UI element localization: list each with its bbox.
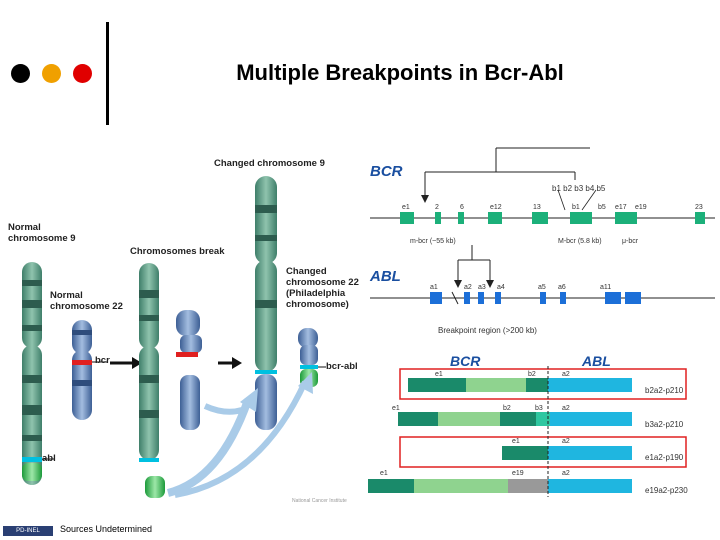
- fusion-row-e1a2: [502, 446, 632, 460]
- abl-exon-label: a3: [478, 284, 486, 291]
- row3-right-exon: a2: [562, 438, 570, 445]
- bcr-exon-label: 2: [435, 204, 439, 211]
- black-dot-icon: [11, 64, 30, 83]
- abl-exon-label: a2: [464, 284, 472, 291]
- break-label: Chromosomes break: [130, 246, 225, 257]
- title-divider: [106, 22, 109, 125]
- fusion-row-b3a2: [398, 412, 632, 426]
- fusion-row-e19a2: [368, 479, 632, 493]
- gene-map: [370, 147, 715, 305]
- mu-bcr-label: μ-bcr: [622, 238, 639, 245]
- orange-dot-icon: [42, 64, 61, 83]
- chromosome-illustration: [22, 176, 326, 498]
- changed-chr22-label: Changed chromosome 22 (Philadelphia chro…: [286, 266, 359, 310]
- row3-left-exon: e1: [512, 438, 520, 445]
- m-bcr-label: m-bcr (~55 kb): [410, 238, 456, 245]
- row1-right-exon: a2: [562, 371, 570, 378]
- row2-right-exon: a2: [562, 405, 570, 412]
- row2-left-exon: e1: [392, 405, 400, 412]
- slide-title: Multiple Breakpoints in Bcr-Abl: [236, 60, 564, 85]
- abl-exon-label: a11: [600, 284, 612, 291]
- breaking-chromosome-9: [139, 263, 165, 498]
- fusion-label-e1a2: e1a2-p190: [645, 453, 684, 462]
- bcr-exon-label: b1: [572, 204, 580, 211]
- abl-exon-label: a5: [538, 284, 546, 291]
- normal-chr9-label: Normal chromosome 9: [8, 222, 76, 244]
- normal-chromosome-9: [22, 262, 42, 485]
- breaking-chromosome-22: [176, 310, 202, 430]
- bcr-gene-title: BCR: [370, 163, 403, 180]
- red-dot-icon: [73, 64, 92, 83]
- license-logo: PD-INEL: [3, 526, 53, 536]
- bcr-label: bcr: [95, 355, 110, 366]
- row2-mid-exon: b2: [503, 405, 511, 412]
- row2-mid2-exon: b3: [535, 405, 543, 412]
- abl-gene-title: ABL: [370, 268, 401, 285]
- fusion-bcr-header: BCR: [450, 353, 481, 369]
- normal-chr22-label: Normal chromosome 22: [50, 290, 123, 312]
- row4-mid-exon: e19: [512, 470, 524, 477]
- fusion-label-e19a2: e19a2-p230: [645, 486, 688, 495]
- bcr-exon-label: e1: [402, 204, 410, 211]
- fusion-row-b2a2: [408, 378, 632, 392]
- bcr-exon-label: e12: [490, 204, 502, 211]
- abl-exon-label: a4: [497, 284, 505, 291]
- abl-exon-label: a6: [558, 284, 566, 291]
- abl-label: abl: [42, 453, 56, 464]
- bcr-exon-label: b5: [598, 204, 606, 211]
- bcr-exon-label: 6: [460, 204, 464, 211]
- bcr-exon-top-label: b1 b2 b3 b4 b5: [552, 184, 606, 193]
- breakpoint-region-label: Breakpoint region (>200 kb): [438, 326, 537, 335]
- bcr-exon-label: 23: [695, 204, 703, 211]
- fusion-transcripts: [368, 366, 687, 497]
- footer-source: Sources Undetermined: [60, 524, 153, 534]
- bcr-exon-label: 13: [533, 204, 541, 211]
- changed-chromosome-9: [255, 176, 277, 430]
- credit-text: National Cancer Institute: [292, 498, 347, 504]
- row1-mid-exon: b2: [528, 371, 536, 378]
- bcr-exon-label: e19: [635, 204, 647, 211]
- bcr-exon-label: e17: [615, 204, 627, 211]
- bcr-abl-label: bcr-abl: [326, 361, 358, 372]
- row4-right-exon: a2: [562, 470, 570, 477]
- row4-left-exon: e1: [380, 470, 388, 477]
- row1-left-exon: e1: [435, 371, 443, 378]
- abl-exon-label: a1: [430, 284, 438, 291]
- M-bcr-label: M-bcr (5.8 kb): [558, 238, 602, 245]
- fusion-label-b2a2: b2a2-p210: [645, 386, 684, 395]
- changed-chr9-label: Changed chromosome 9: [214, 158, 325, 169]
- fusion-abl-header: ABL: [582, 353, 611, 369]
- fusion-label-b3a2: b3a2-p210: [645, 420, 684, 429]
- normal-chromosome-22: [72, 320, 92, 420]
